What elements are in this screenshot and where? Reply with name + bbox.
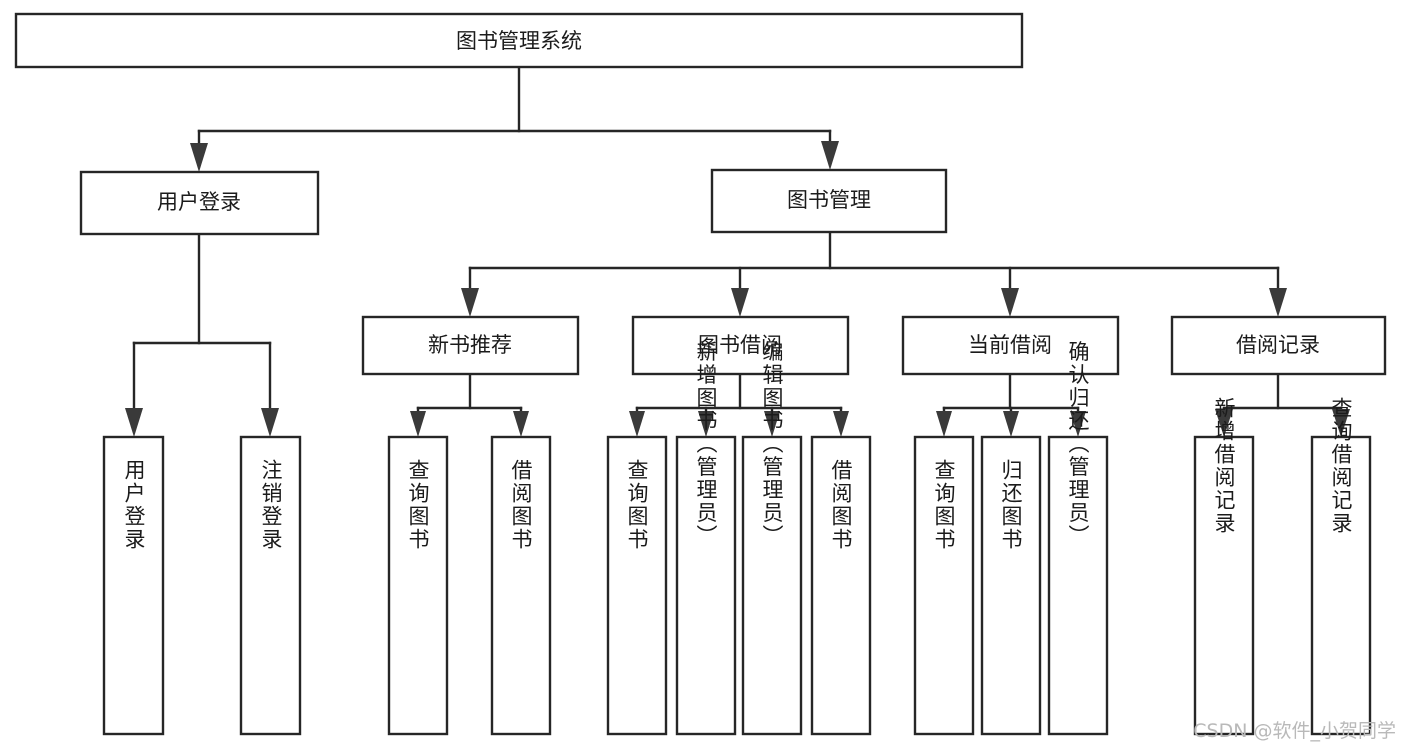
node-borrow-record[interactable]: 借阅记录 [1170,315,1387,376]
node-book-management-box[interactable] [710,168,948,234]
node-borrow-record-box[interactable] [1170,315,1387,376]
connector-group-book-management [461,230,1287,317]
connector-group-book-borrow [629,372,849,437]
leaf-add-book[interactable]: 新增图书（管理员） [675,341,737,736]
node-user-login[interactable]: 用户登录 [79,170,320,236]
arrow-head-leaf-user-login [125,408,143,437]
node-root[interactable]: 图书管理系统 [14,12,1024,69]
arrow-head-leaf-query-book-2 [629,411,645,437]
node-current-borrow[interactable]: 当前借阅 [901,315,1120,376]
arrow-head-leaf-return-book [1003,411,1019,437]
node-book-borrow[interactable]: 图书借阅 [631,315,850,376]
leaf-add-record-label: 新增借阅记录 [1212,397,1236,535]
node-user-login-label: 用户登录 [157,190,241,214]
watermark-label: CSDN @软件_小贺同学 [1193,720,1396,742]
node-book-management-label: 图书管理 [787,188,871,212]
leaf-user-logout[interactable]: 注销登录 [239,435,302,736]
leaf-user-logout-label: 注销登录 [259,459,283,551]
arrow-head-leaf-query-record [1332,409,1350,437]
arrow-head-book-borrow [731,288,749,317]
leaf-confirm-return[interactable]: 确认归还（管理员） [1047,341,1109,736]
arrow-head-leaf-add-book [698,411,714,437]
arrow-head-leaf-edit-book [764,411,780,437]
leaf-confirm-return-box[interactable] [1047,435,1109,736]
leaf-add-record[interactable]: 新增借阅记录 [1193,397,1255,736]
arrow-head-new-book-recommend [461,288,479,317]
leaf-return-book-label: 归还图书 [999,459,1023,551]
leaf-query-record-label: 查询借阅记录 [1329,397,1353,535]
leaf-query-book-1-label: 查询图书 [406,459,430,551]
connector-group-new-book-recommend [410,372,529,437]
leaf-borrow-book-1-label: 借阅图书 [509,459,533,551]
arrow-head-leaf-confirm-return [1070,411,1086,437]
node-book-management[interactable]: 图书管理 [710,168,948,234]
leaf-user-logout-box[interactable] [239,435,302,736]
leaf-query-book-1[interactable]: 查询图书 [387,435,449,736]
connector-group-root [190,65,839,172]
leaf-edit-book-box[interactable] [741,435,803,736]
leaf-query-record-box[interactable] [1310,435,1372,736]
node-book-borrow-label: 图书借阅 [698,333,782,357]
arrow-head-borrow-record [1269,288,1287,317]
node-new-book-recommend[interactable]: 新书推荐 [361,315,580,376]
leaf-edit-book-label: 编辑图书（管理员） [760,341,784,548]
arrow-head-leaf-query-book-3 [936,411,952,437]
arrow-head-leaf-add-record [1215,409,1233,437]
leaf-query-book-2-box[interactable] [606,435,668,736]
arrow-head-leaf-borrow-book-2 [833,411,849,437]
leaf-confirm-return-label: 确认归还（管理员） [1066,341,1090,548]
leaf-add-record-box[interactable] [1193,435,1255,736]
leaf-user-login[interactable]: 用户登录 [102,435,165,736]
node-root-box[interactable] [14,12,1024,69]
leaf-borrow-book-2-label: 借阅图书 [829,459,853,551]
arrow-head-book-management [821,141,839,170]
node-current-borrow-box[interactable] [901,315,1120,376]
leaf-query-book-2[interactable]: 查询图书 [606,435,668,736]
node-root-label: 图书管理系统 [456,29,582,53]
leaf-query-book-3-box[interactable] [913,435,975,736]
node-current-borrow-label: 当前借阅 [968,333,1052,357]
leaf-query-book-2-label: 查询图书 [625,459,649,551]
leaf-borrow-book-2-box[interactable] [810,435,872,736]
leaf-query-book-3-label: 查询图书 [932,459,956,551]
connector-group-user-login [125,232,279,437]
node-user-login-box[interactable] [79,170,320,236]
arrow-head-user-login [190,143,208,172]
leaf-query-book-1-box[interactable] [387,435,449,736]
arrow-head-leaf-query-book-1 [410,411,426,437]
arrow-head-leaf-user-logout [261,408,279,437]
leaf-query-record[interactable]: 查询借阅记录 [1310,397,1372,736]
leaf-borrow-book-1-box[interactable] [490,435,552,736]
leaf-user-login-box[interactable] [102,435,165,736]
node-book-borrow-box[interactable] [631,315,850,376]
leaf-add-book-label: 新增图书（管理员） [694,341,718,548]
leaf-query-book-3[interactable]: 查询图书 [913,435,975,736]
leaf-add-book-box[interactable] [675,435,737,736]
leaf-borrow-book-1[interactable]: 借阅图书 [490,435,552,736]
leaf-borrow-book-2[interactable]: 借阅图书 [810,435,872,736]
arrow-head-leaf-borrow-book-1 [513,411,529,437]
leaf-return-book[interactable]: 归还图书 [980,435,1042,736]
arrow-head-current-borrow [1001,288,1019,317]
connector-group-current-borrow [936,372,1086,437]
node-new-book-recommend-box[interactable] [361,315,580,376]
connector-group-borrow-record [1215,372,1350,437]
leaf-edit-book[interactable]: 编辑图书（管理员） [741,341,803,736]
node-new-book-recommend-label: 新书推荐 [428,333,512,357]
leaf-return-book-box[interactable] [980,435,1042,736]
node-borrow-record-label: 借阅记录 [1236,333,1320,357]
leaf-user-login-label: 用户登录 [122,459,146,551]
